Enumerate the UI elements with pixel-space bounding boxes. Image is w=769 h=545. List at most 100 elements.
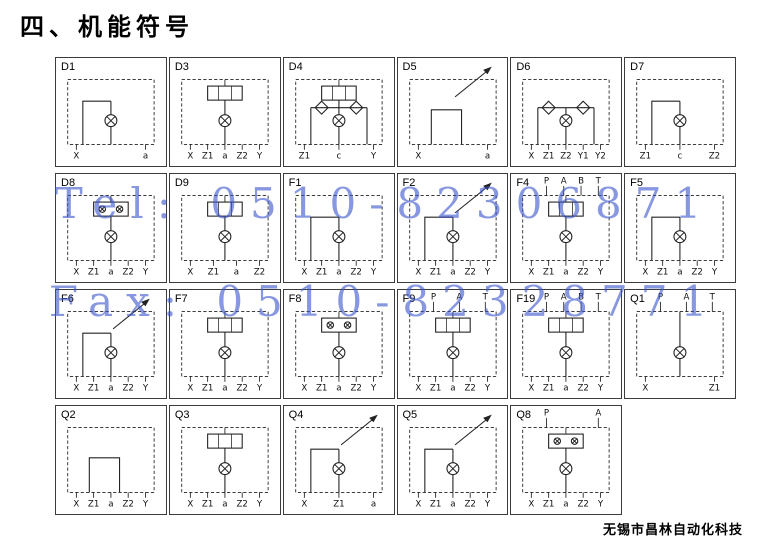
port-label: P (544, 293, 549, 303)
port-label: X (643, 383, 649, 393)
port-label: Z1 (202, 383, 213, 393)
port-label: Z2 (578, 499, 589, 509)
port-label: a (564, 383, 569, 393)
page-title: 四、机能符号 (20, 14, 194, 41)
port-label: Y (483, 499, 490, 509)
port-label: X (187, 267, 193, 277)
port-label: Y (369, 383, 376, 393)
symbol-id: F6 (61, 293, 74, 305)
port-label: Z2 (578, 267, 589, 277)
symbol-id: Q5 (402, 409, 418, 421)
port-label: Y1 (577, 151, 589, 161)
port-label: a (564, 267, 569, 277)
symbol-id: F1 (288, 177, 302, 189)
port-label: Z1 (298, 151, 309, 161)
port-label: P (544, 409, 549, 419)
port-label: a (370, 499, 375, 509)
symbol-id: F19 (516, 293, 536, 305)
symbol-id: D7 (630, 61, 645, 73)
port-label: a (222, 151, 227, 161)
port-label: a (484, 151, 489, 161)
port-label: a (450, 267, 455, 277)
port-label: Y (483, 383, 490, 393)
valve-schematic: X Z1 a Z2 Y (294, 311, 383, 393)
port-label: X (529, 383, 535, 393)
port-label: Z2 (709, 151, 720, 161)
port-label: a (222, 383, 227, 393)
port-label: Z1 (88, 383, 99, 393)
symbol-id: F5 (630, 177, 643, 189)
port-label: Z1 (429, 267, 440, 277)
port-label: T (481, 293, 488, 303)
port-label: X (415, 151, 421, 161)
port-label: P (658, 293, 663, 303)
port-label: a (450, 383, 455, 393)
port-label: B (578, 293, 584, 303)
port-label: Z1 (543, 151, 554, 161)
symbol-id: F4 (516, 177, 530, 189)
symbol-id: D4 (288, 61, 303, 73)
port-label: Z2 (122, 383, 133, 393)
port-label: Z2 (350, 267, 361, 277)
port-label: X (187, 499, 193, 509)
port-label: T (709, 293, 716, 303)
port-label: Z1 (202, 499, 213, 509)
port-label: a (677, 267, 682, 277)
port-label: X (529, 151, 535, 161)
port-label: Z2 (464, 499, 475, 509)
port-label: Y (256, 383, 263, 393)
symbol-id: D3 (174, 61, 189, 73)
port-label: X (301, 267, 307, 277)
port-label: X (73, 499, 79, 509)
port-label: a (564, 499, 569, 509)
port-label: Z2 (350, 383, 361, 393)
port-label: Y (597, 267, 604, 277)
port-label: X (643, 267, 649, 277)
port-label: X (73, 267, 79, 277)
port-label: Z1 (88, 499, 99, 509)
port-label: a (108, 267, 113, 277)
port-label: X (301, 383, 307, 393)
port-label: a (336, 267, 341, 277)
symbol-id: D8 (61, 177, 76, 189)
port-label: Z1 (202, 151, 213, 161)
port-label: a (450, 499, 455, 509)
port-label: P (544, 177, 549, 187)
port-label: a (143, 151, 148, 161)
port-label: Z1 (208, 267, 219, 277)
port-label: c (336, 151, 341, 161)
symbol-id: F2 (402, 177, 416, 189)
port-label: a (336, 383, 341, 393)
port-label: Y (256, 499, 263, 509)
symbol-id: D5 (402, 61, 417, 73)
port-label: X (187, 383, 193, 393)
symbol-id: Q3 (174, 409, 190, 421)
symbol-id: F8 (288, 293, 302, 305)
port-label: Z1 (316, 383, 327, 393)
port-label: Y (483, 267, 490, 277)
port-label: Z2 (578, 383, 589, 393)
symbol-id: F9 (402, 293, 416, 305)
port-label: Z2 (236, 499, 247, 509)
symbol-id: Q8 (516, 409, 532, 421)
